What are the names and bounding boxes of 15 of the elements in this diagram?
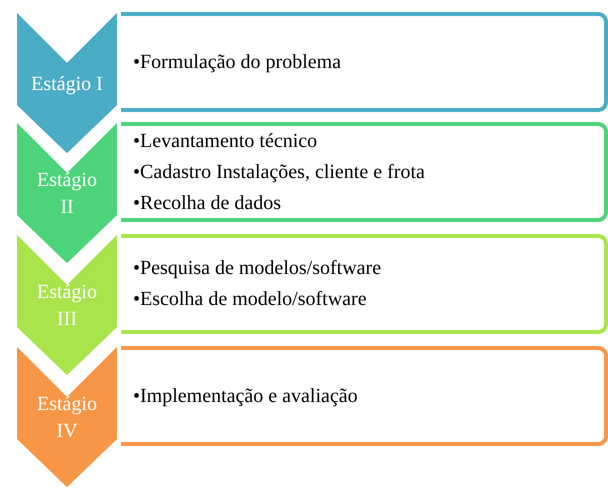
stage-label: Estágio IV <box>36 392 98 444</box>
bullet-item: •Recolha de dados <box>133 190 282 216</box>
bullet-item: •Escolha de modelo/software <box>133 287 367 312</box>
text-box <box>121 346 608 446</box>
text-box <box>121 12 608 112</box>
bullet-item: •Implementação e avaliação <box>133 384 358 408</box>
text-box <box>121 234 608 334</box>
stage-label: Estágio I <box>31 72 103 96</box>
stage-label: Estágio II <box>36 168 98 220</box>
bullet-item: •Cadastro Instalações, cliente e frota <box>133 160 425 184</box>
bullet-item: •Levantamento técnico <box>133 128 318 154</box>
bullet-item: •Formulação do problema <box>133 50 342 74</box>
stage-label: Estágio III <box>36 280 98 332</box>
bullet-item: •Pesquisa de modelos/software <box>133 256 382 281</box>
text-box <box>121 122 608 222</box>
